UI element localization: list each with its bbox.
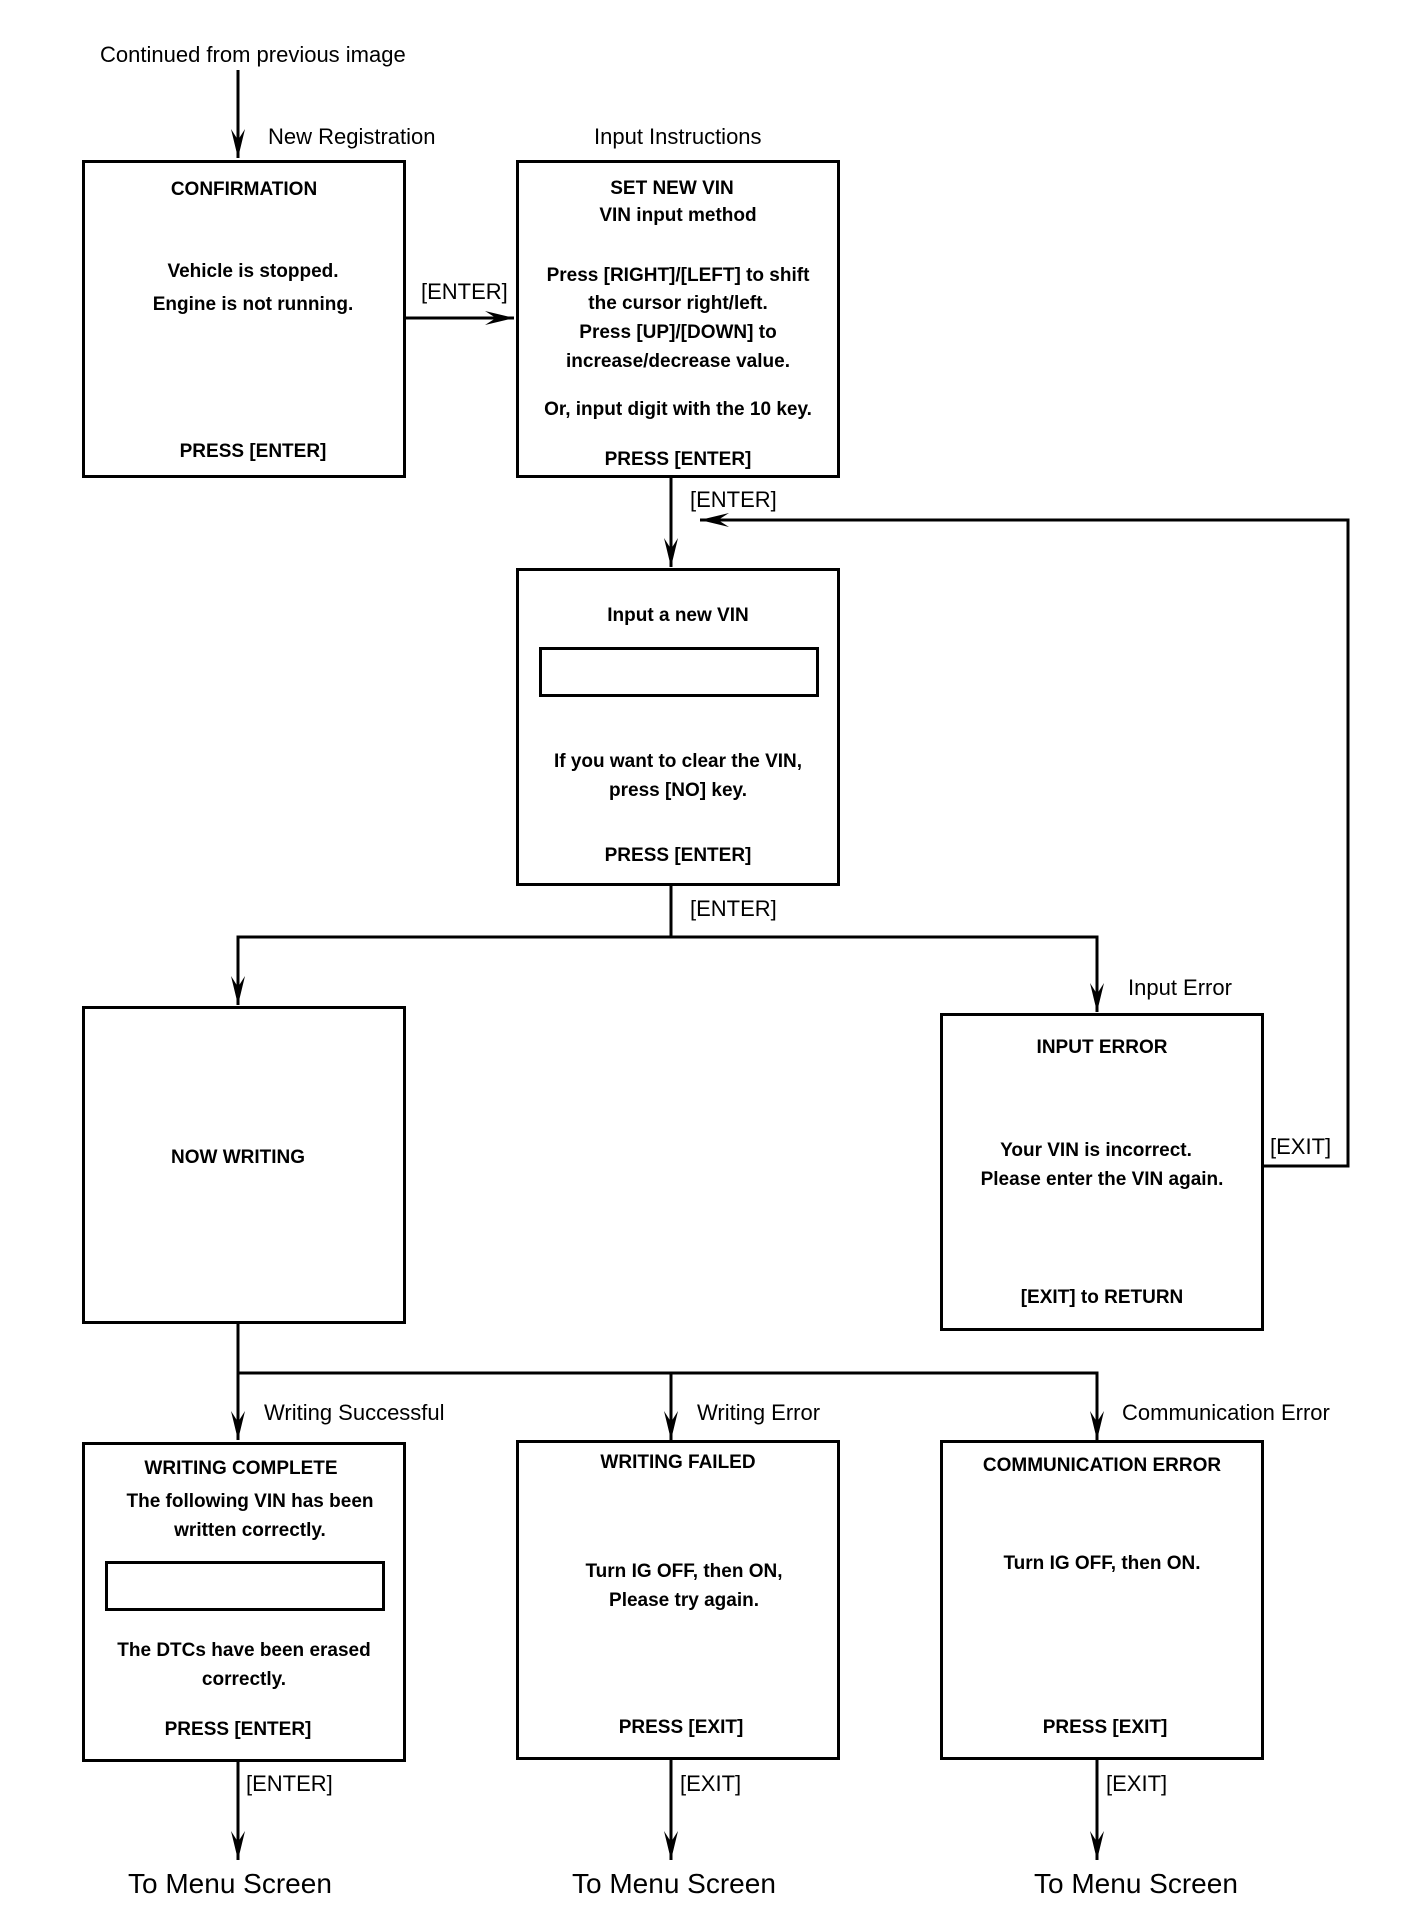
to-menu-screen-1: To Menu Screen <box>128 1868 332 1899</box>
set-new-vin-line4: increase/decrease value. <box>566 351 790 372</box>
set-new-vin-line5: Or, input digit with the 10 key. <box>544 399 812 420</box>
writing-complete-line4: correctly. <box>201 1669 287 1690</box>
set-new-vin-box: SET NEW VIN VIN input method Press [RIGH… <box>516 160 840 478</box>
confirmation-footer: PRESS [ENTER] <box>179 441 327 462</box>
input-error-footer: [EXIT] to RETURN <box>1020 1287 1184 1308</box>
edge-enter-3 <box>231 885 673 1005</box>
edge-label-exit-error: [EXIT] <box>1270 1134 1332 1159</box>
edge-label-enter-3: [ENTER] <box>690 896 777 921</box>
continued-label: Continued from previous image <box>100 42 406 67</box>
communication-error-footer: PRESS [EXIT] <box>1042 1717 1168 1738</box>
input-vin-line2: press [NO] key. <box>609 780 747 801</box>
communication-error-line1: Turn IG OFF, then ON. <box>1003 1553 1201 1574</box>
edge-label-exit-failed: [EXIT] <box>680 1771 742 1796</box>
communication-error-label: Communication Error <box>1122 1400 1330 1425</box>
writing-failed-line2: Please try again. <box>609 1590 759 1611</box>
writing-failed-box: WRITING FAILED Turn IG OFF, then ON, Ple… <box>516 1440 840 1760</box>
edge-exit-loop <box>700 513 1350 1168</box>
to-menu-screen-3: To Menu Screen <box>1034 1868 1238 1899</box>
writing-complete-line1: The following VIN has been <box>126 1491 374 1512</box>
set-new-vin-line3: Press [UP]/[DOWN] to <box>579 322 777 343</box>
edge-to-input-error <box>671 935 1104 1012</box>
writing-complete-title: WRITING COMPLETE <box>144 1458 338 1479</box>
input-vin-footer: PRESS [ENTER] <box>604 845 752 866</box>
edge-label-enter-1: [ENTER] <box>421 279 508 304</box>
writing-failed-line1: Turn IG OFF, then ON, <box>585 1561 783 1582</box>
set-new-vin-title: SET NEW VIN <box>610 178 734 199</box>
input-error-line1: Your VIN is incorrect. <box>1000 1140 1192 1161</box>
input-error-label: Input Error <box>1128 975 1232 1000</box>
input-error-box: INPUT ERROR Your VIN is incorrect. Pleas… <box>940 1013 1264 1331</box>
edge-label-enter-complete: [ENTER] <box>246 1771 333 1796</box>
writing-complete-footer: PRESS [ENTER] <box>164 1719 312 1740</box>
confirmation-line2: Engine is not running. <box>152 294 354 315</box>
writing-successful-label: Writing Successful <box>264 1400 445 1425</box>
written-vin-field <box>105 1561 385 1611</box>
writing-failed-footer: PRESS [EXIT] <box>618 1717 744 1738</box>
writing-error-label: Writing Error <box>697 1400 821 1425</box>
input-vin-box: Input a new VIN If you want to clear the… <box>516 568 840 886</box>
edge-writing-bus <box>238 1371 1104 1440</box>
communication-error-box: COMMUNICATION ERROR Turn IG OFF, then ON… <box>940 1440 1264 1760</box>
set-new-vin-line1: Press [RIGHT]/[LEFT] to shift <box>546 265 810 286</box>
vin-input-field[interactable] <box>539 647 819 697</box>
new-registration-label: New Registration <box>268 124 436 149</box>
input-vin-line1: If you want to clear the VIN, <box>553 751 803 772</box>
set-new-vin-line2: the cursor right/left. <box>588 293 768 314</box>
confirmation-line1: Vehicle is stopped. <box>167 261 339 282</box>
writing-complete-line2: written correctly. <box>174 1520 326 1541</box>
now-writing-box: NOW WRITING <box>82 1006 406 1324</box>
input-error-line2: Please enter the VIN again. <box>980 1169 1224 1190</box>
writing-complete-line3: The DTCs have been erased <box>117 1640 371 1661</box>
confirmation-box: CONFIRMATION Vehicle is stopped. Engine … <box>82 160 406 478</box>
to-menu-screen-2: To Menu Screen <box>572 1868 776 1899</box>
communication-error-title: COMMUNICATION ERROR <box>982 1455 1222 1476</box>
input-instructions-label: Input Instructions <box>594 124 762 149</box>
input-vin-title: Input a new VIN <box>607 605 749 626</box>
set-new-vin-footer: PRESS [ENTER] <box>604 449 752 470</box>
writing-complete-box: WRITING COMPLETE The following VIN has b… <box>82 1442 406 1762</box>
writing-failed-title: WRITING FAILED <box>600 1452 756 1473</box>
now-writing-title: NOW WRITING <box>170 1147 306 1168</box>
edge-label-exit-comm: [EXIT] <box>1106 1771 1168 1796</box>
input-error-title: INPUT ERROR <box>1036 1037 1168 1058</box>
confirmation-title: CONFIRMATION <box>170 179 318 200</box>
edge-label-enter-2: [ENTER] <box>690 487 777 512</box>
set-new-vin-subtitle: VIN input method <box>599 205 757 226</box>
